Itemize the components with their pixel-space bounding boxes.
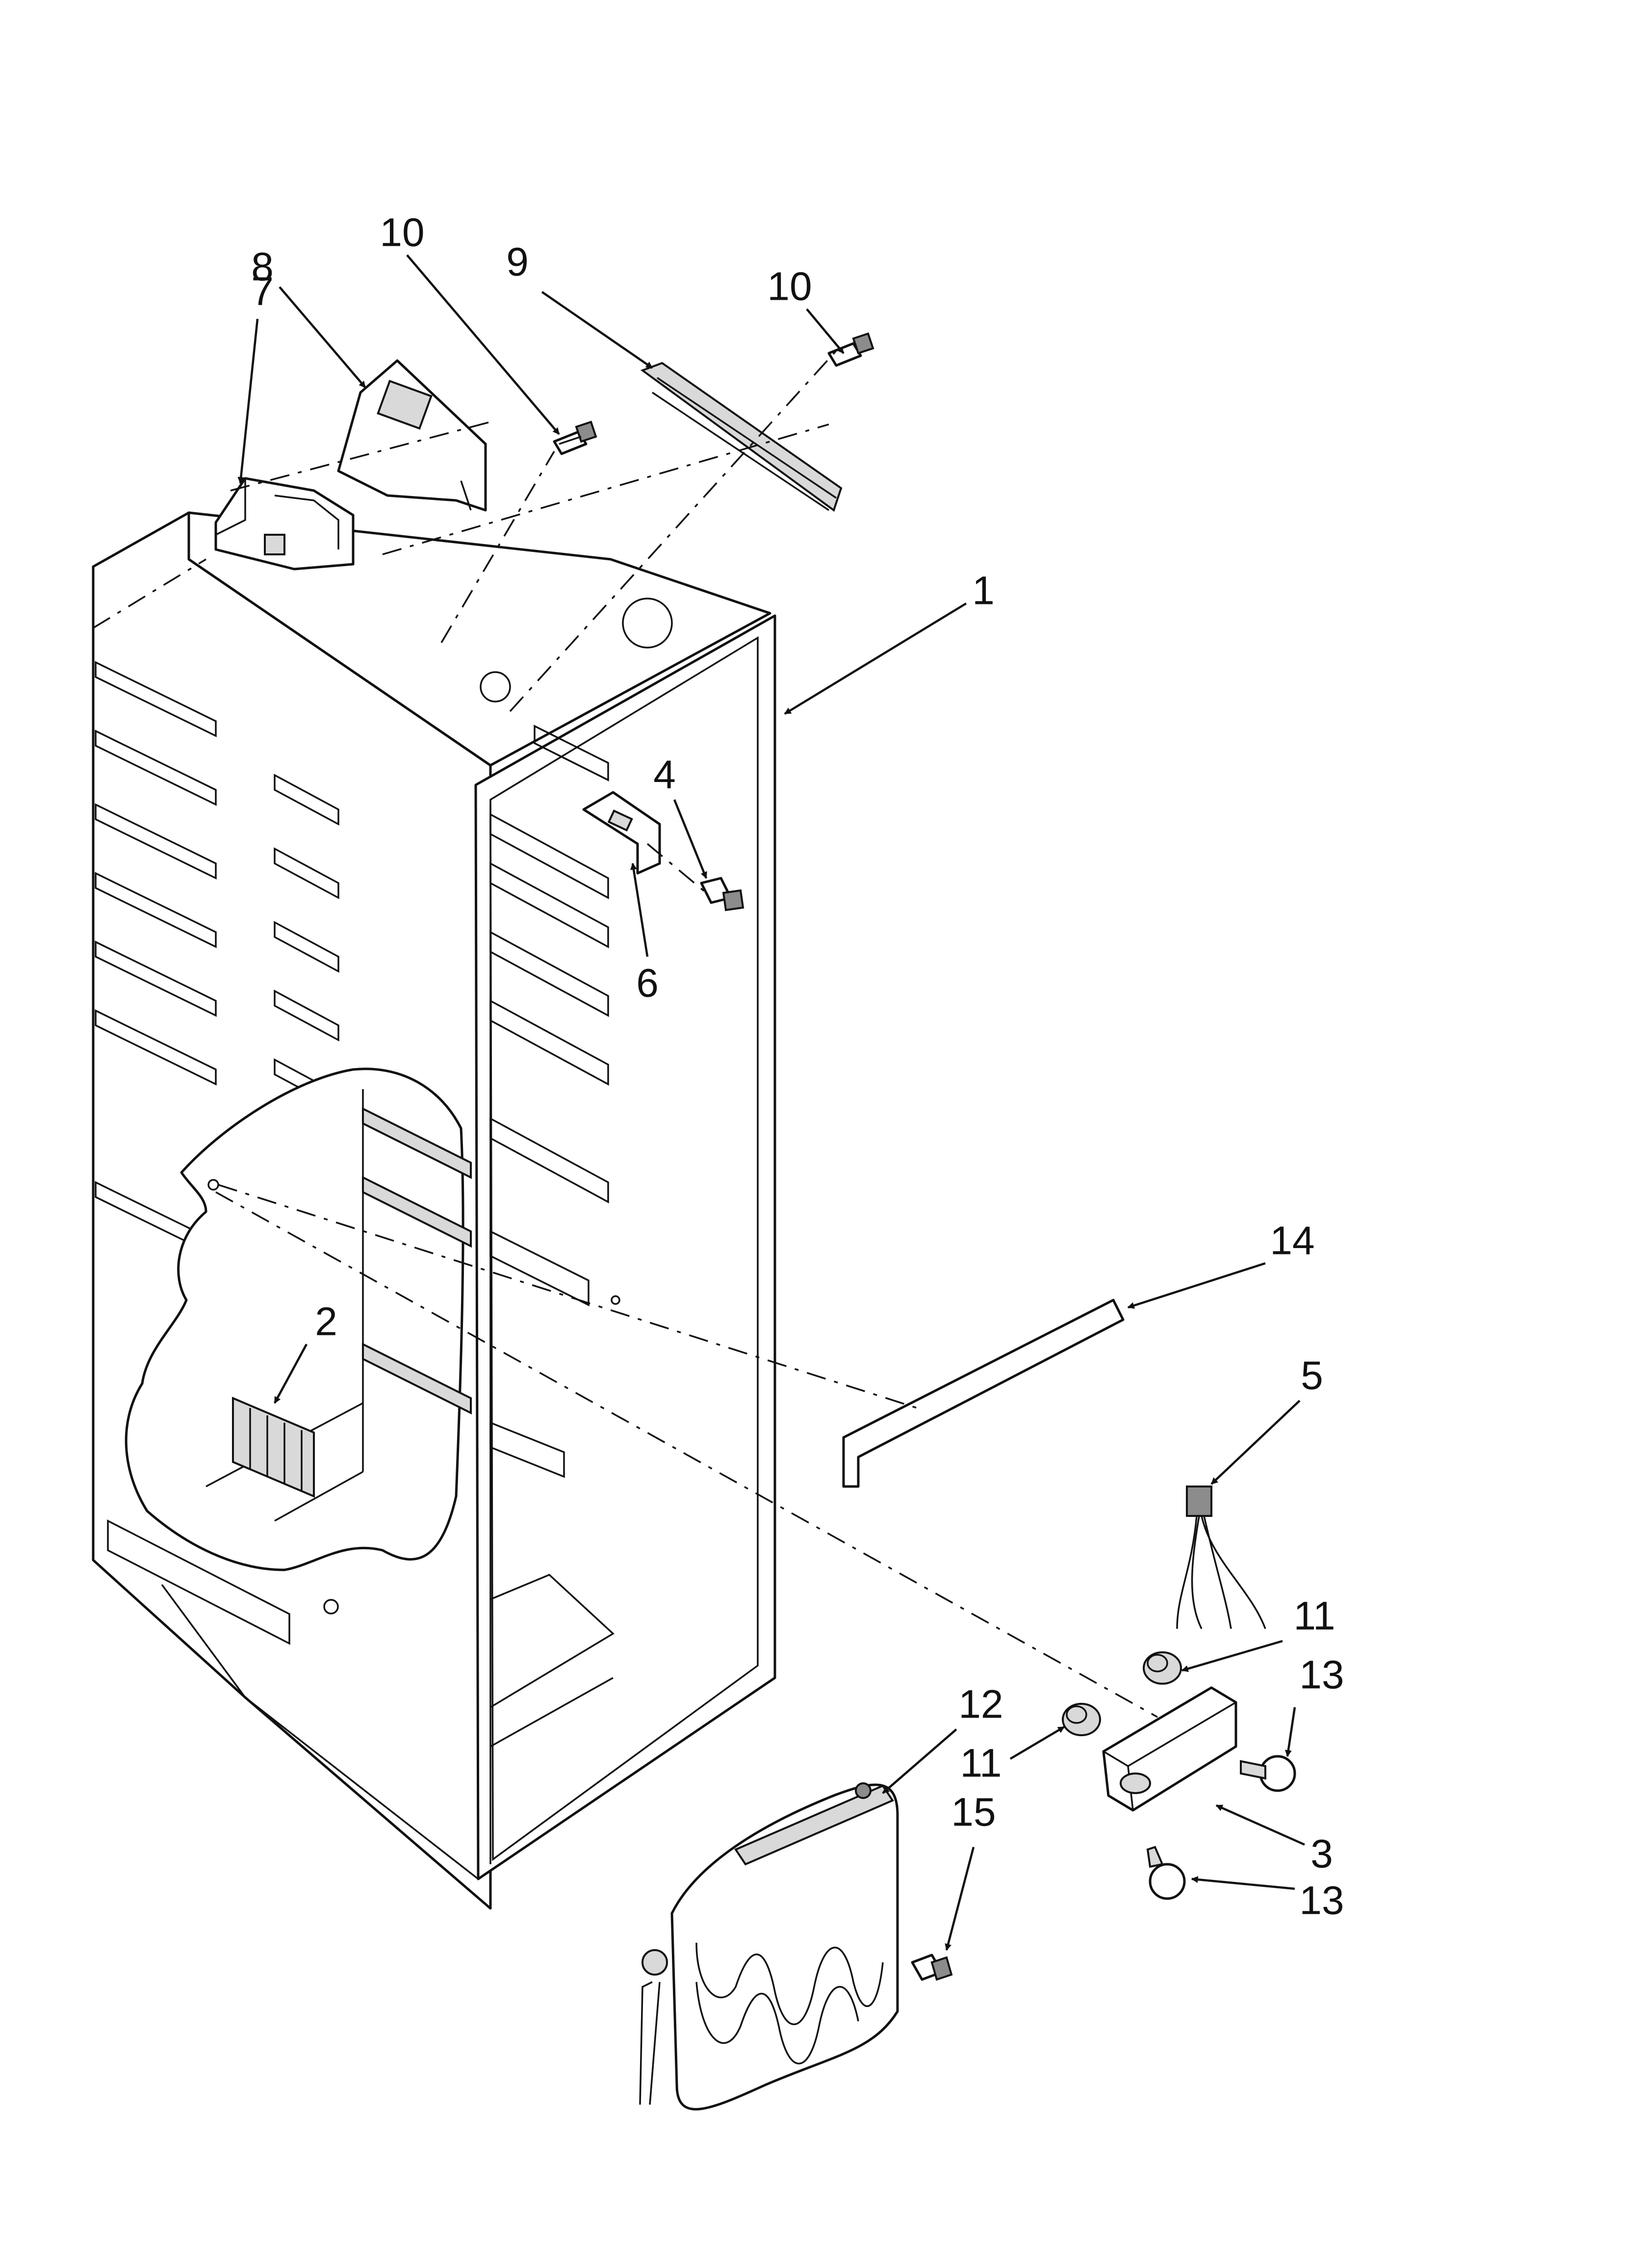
pin-part-13-lower bbox=[1146, 1846, 1186, 1900]
callout-7: 7 bbox=[251, 269, 274, 314]
left-wall-shelf-rails bbox=[95, 661, 339, 1645]
callout-12: 12 bbox=[958, 1682, 1003, 1727]
leader-lines bbox=[237, 254, 1305, 1951]
callout-5: 5 bbox=[1301, 1354, 1323, 1398]
callout-13-lower: 13 bbox=[1299, 1878, 1344, 1923]
callout-6: 6 bbox=[636, 961, 659, 1006]
control-housing-part bbox=[214, 477, 355, 571]
callout-9: 9 bbox=[506, 240, 529, 285]
control-bracket-part bbox=[337, 359, 487, 512]
callout-4: 4 bbox=[653, 753, 676, 797]
evaporator-coil-part bbox=[639, 1782, 899, 2111]
screw-part-4 bbox=[700, 877, 744, 912]
screw-part-15 bbox=[911, 1954, 953, 1981]
refrigerator-liner-part bbox=[92, 511, 776, 1910]
callout-13-upper: 13 bbox=[1299, 1653, 1344, 1697]
liner-top-panel bbox=[187, 511, 771, 767]
callout-8: 8 bbox=[251, 245, 274, 289]
callout-3: 3 bbox=[1310, 1832, 1333, 1877]
cover-strip-part bbox=[842, 1299, 1125, 1488]
vent-grille-part bbox=[232, 1396, 315, 1498]
callout-1: 1 bbox=[972, 569, 995, 613]
liner-front-frame bbox=[474, 614, 776, 1880]
rail-channel-part bbox=[640, 362, 843, 512]
screw-part-10-right bbox=[827, 332, 874, 367]
callout-11-upper: 11 bbox=[1293, 1594, 1335, 1639]
liner-front-opening bbox=[489, 636, 759, 1861]
wire-harness-part bbox=[1176, 1486, 1266, 1629]
callout-11-lower: 11 bbox=[960, 1741, 1001, 1786]
callout-10-left: 10 bbox=[380, 210, 424, 255]
assembly-lines bbox=[93, 350, 1158, 1718]
small-bracket-part bbox=[582, 791, 661, 875]
pin-part-13-upper bbox=[1240, 1755, 1296, 1792]
connector-part-11-upper bbox=[1143, 1651, 1182, 1685]
callout-15: 15 bbox=[951, 1790, 996, 1835]
callout-2: 2 bbox=[315, 1300, 337, 1344]
connector-part-11-lower bbox=[1062, 1703, 1101, 1736]
callout-14: 14 bbox=[1270, 1219, 1314, 1263]
right-wall-shelf-ribs bbox=[489, 725, 609, 1478]
screw-part-10-left bbox=[553, 420, 597, 455]
callout-10-right: 10 bbox=[767, 264, 812, 309]
callout-labels: 1 2 3 4 5 6 7 8 9 10 10 11 11 12 13 13 1… bbox=[251, 210, 1344, 1923]
heater-housing-part bbox=[1102, 1686, 1237, 1812]
